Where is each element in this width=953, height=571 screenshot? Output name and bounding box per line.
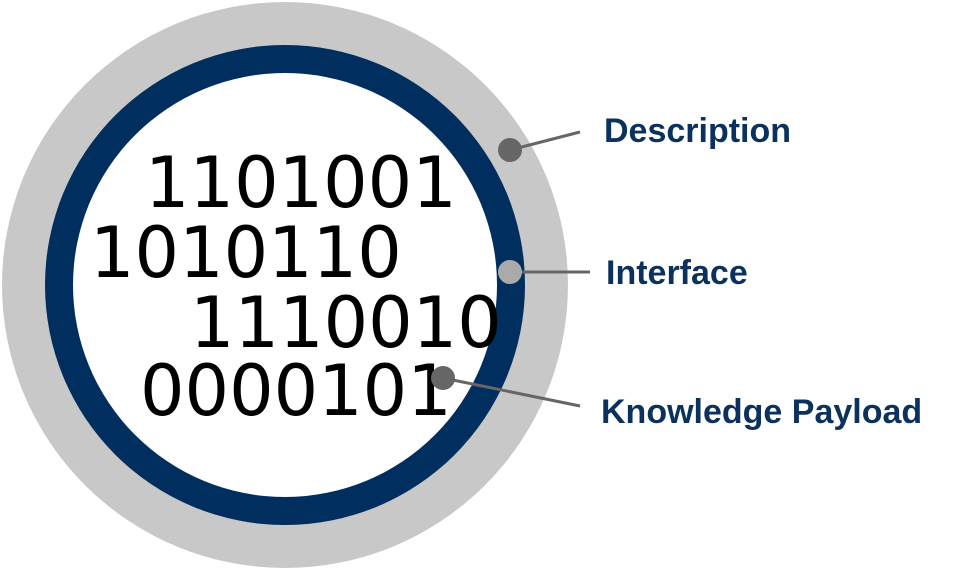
binary-line-2: 1010110: [90, 212, 402, 294]
knowledge-payload-core: [73, 73, 497, 497]
knowledge-payload-anchor-dot: [431, 366, 455, 390]
binary-line-3: 1110010: [190, 282, 502, 364]
interface-anchor-dot: [498, 260, 522, 284]
description-anchor-dot: [498, 138, 522, 162]
description-leader-line: [509, 130, 581, 152]
interface-label: Interface: [606, 254, 748, 292]
knowledge-payload-label: Knowledge Payload: [601, 393, 922, 431]
binary-line-1: 1101001: [145, 142, 457, 224]
binary-line-4: 0000101: [140, 350, 452, 432]
description-label: Description: [604, 112, 791, 150]
knowledge-payload-leader-line: [442, 376, 581, 408]
